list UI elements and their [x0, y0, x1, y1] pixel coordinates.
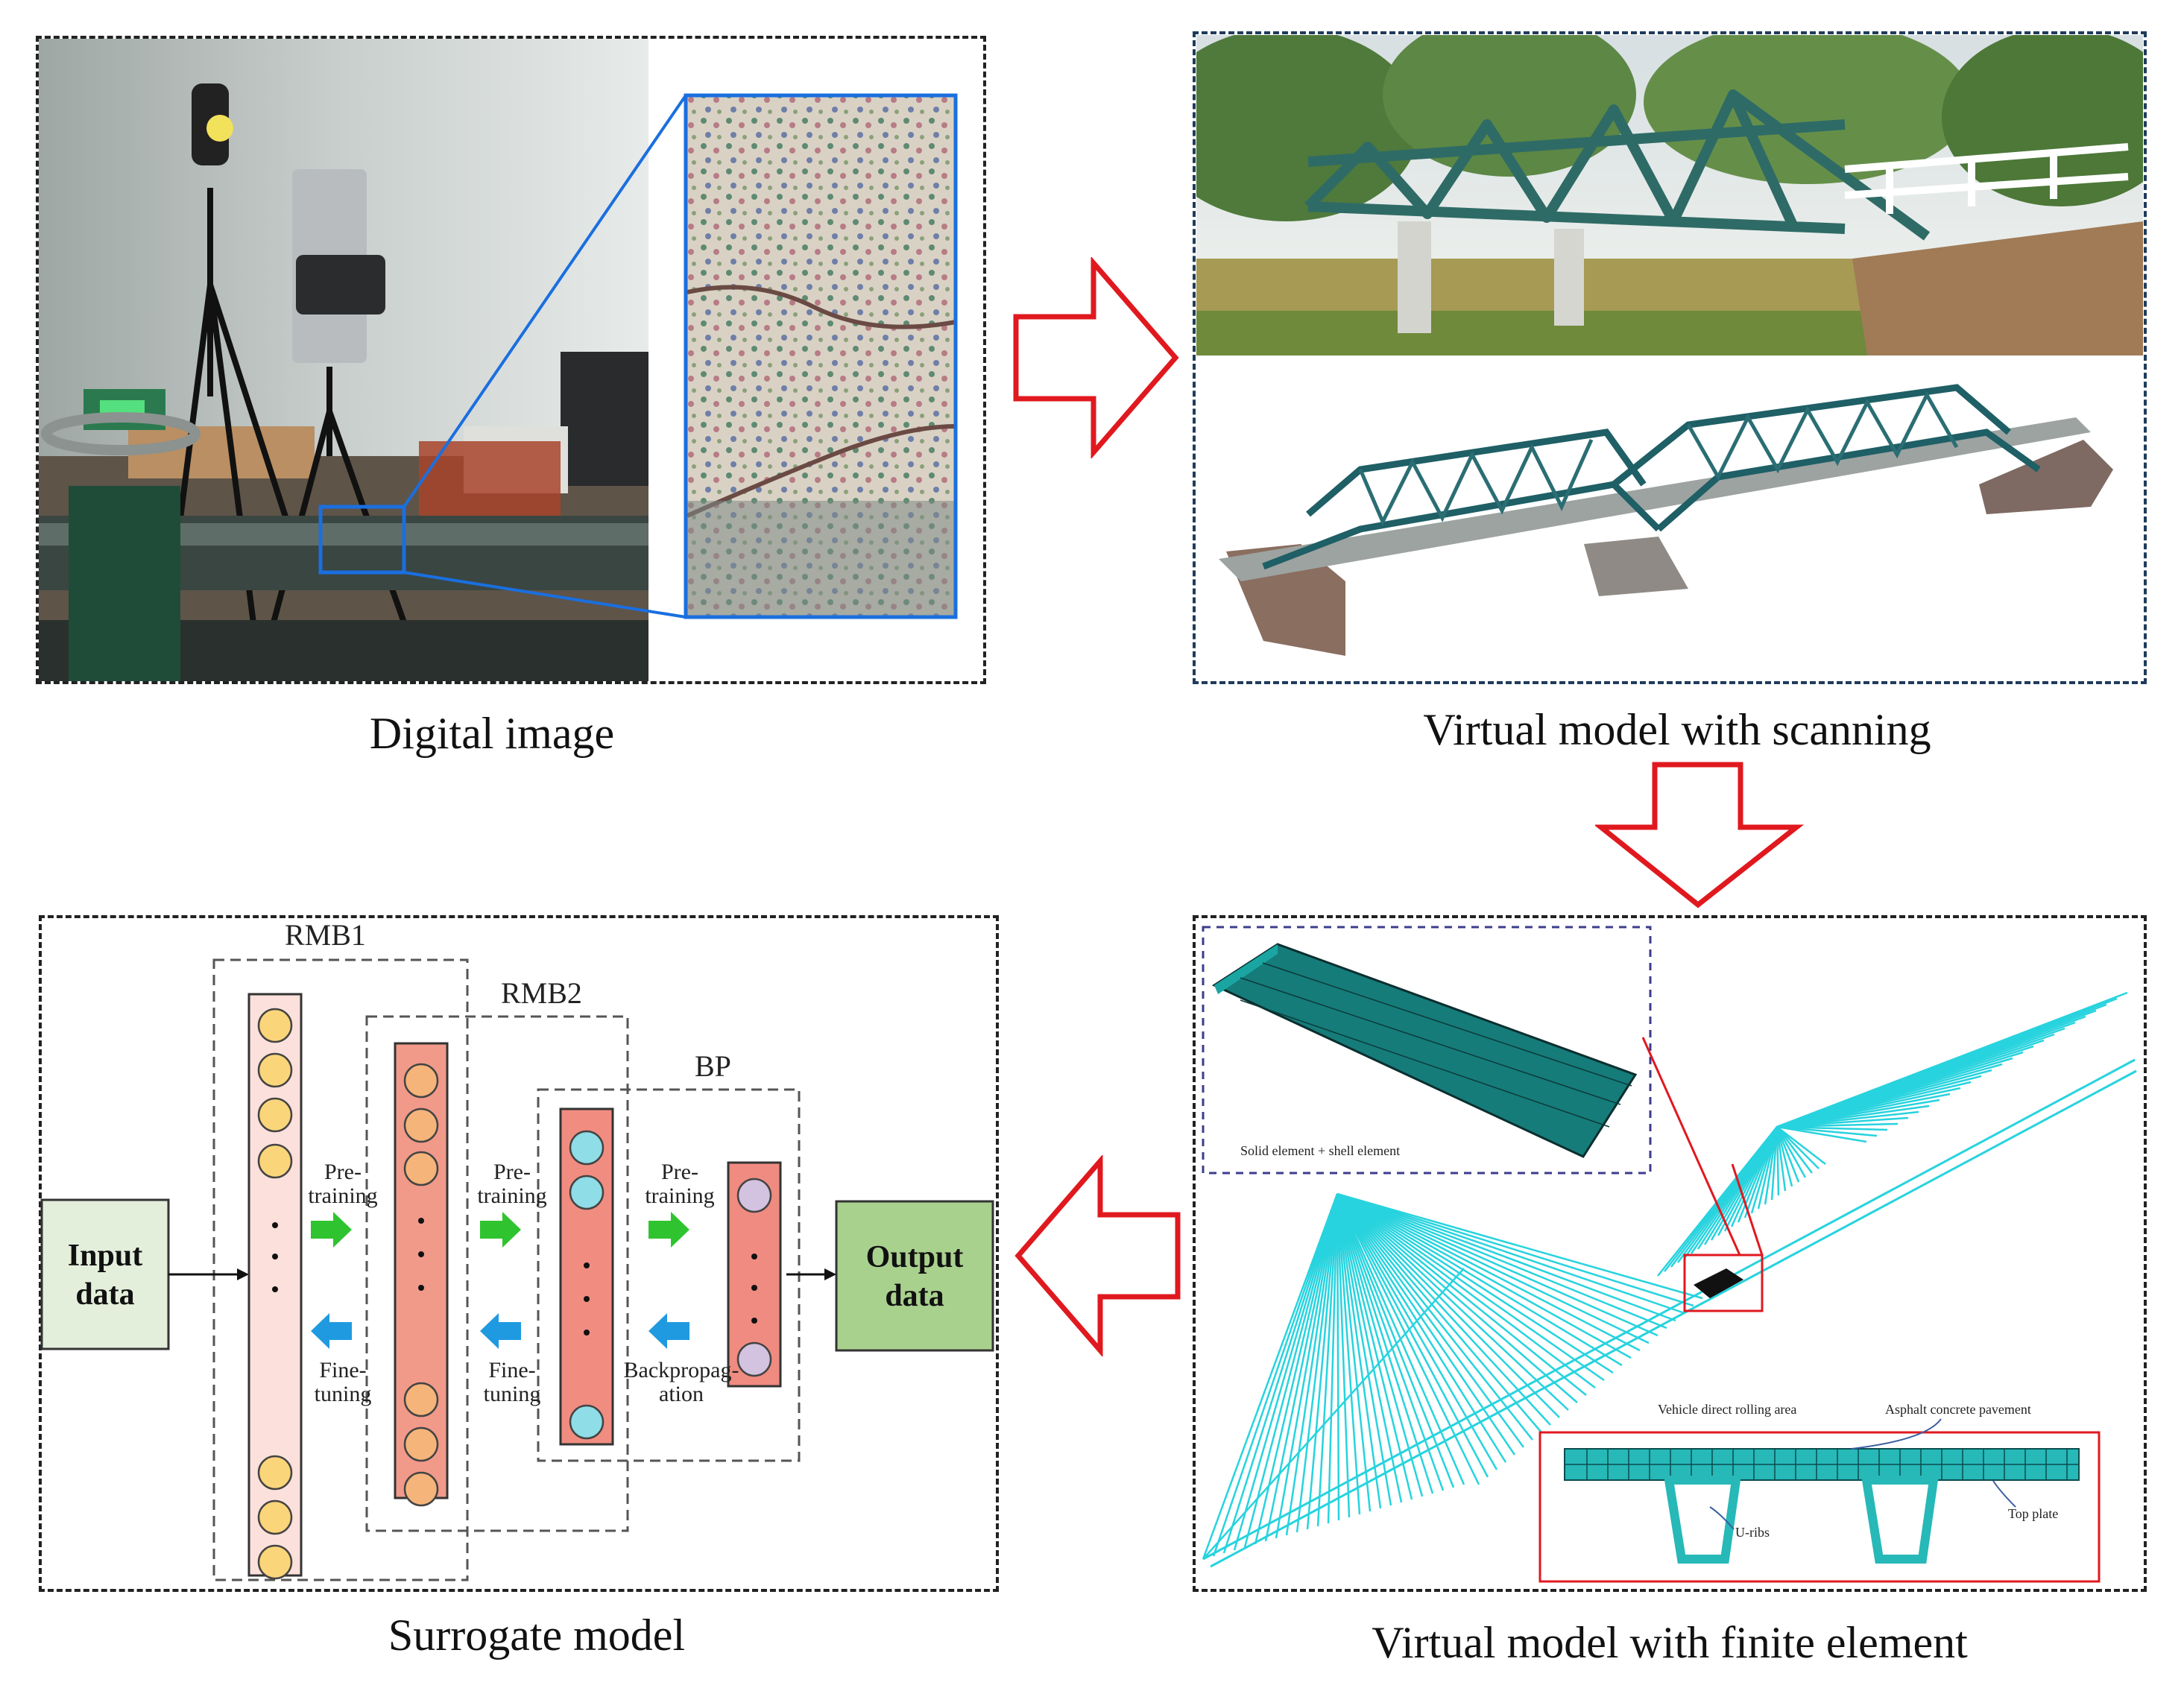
neuron-ellipsis-dot	[418, 1218, 424, 1224]
output-label-2: data	[885, 1279, 944, 1313]
neuron	[736, 1178, 772, 1213]
pretrain-label-2b: training	[477, 1183, 546, 1208]
fe-inset-label: Solid element + shell element	[1240, 1143, 1400, 1158]
neuron	[569, 1404, 605, 1440]
neuron-ellipsis-dot	[751, 1285, 757, 1291]
neuron	[569, 1130, 605, 1166]
finetune-label-1b: tuning	[315, 1382, 372, 1406]
neuron	[403, 1063, 439, 1099]
label-rmb1: RMB1	[285, 918, 366, 952]
pretrain-label-1a: Pre-	[324, 1160, 362, 1184]
neuron	[257, 1455, 293, 1491]
fe-label-pavement: Asphalt concrete pavement	[1885, 1402, 2031, 1417]
arrow-left-icon	[1014, 1155, 1181, 1356]
digital-image-panel	[36, 36, 986, 684]
fe-model-drawing: Solid element + shell element Vehicle di…	[1202, 926, 2137, 1583]
finetune-label-2b: tuning	[484, 1382, 541, 1406]
neuron-ellipsis-dot	[272, 1254, 278, 1259]
neuron	[403, 1382, 439, 1417]
neuron-ellipsis-dot	[272, 1222, 278, 1228]
input-label-1: Input	[68, 1239, 142, 1273]
pretrain-label-2a: Pre-	[493, 1160, 531, 1184]
fe-label-top-plate: Top plate	[2008, 1506, 2058, 1521]
pretrain-label-3a: Pre-	[661, 1160, 698, 1184]
neuron-ellipsis-dot	[751, 1254, 757, 1259]
caption-scanning: Virtual model with scanning	[1423, 705, 1931, 754]
neuron	[403, 1426, 439, 1462]
backprop-label-b: ation	[659, 1382, 704, 1406]
finetune-label-2a: Fine-	[488, 1358, 535, 1382]
neuron	[569, 1175, 605, 1210]
neuron-ellipsis-dot	[418, 1251, 424, 1257]
neuron	[736, 1341, 772, 1377]
input-label-2: data	[75, 1277, 134, 1312]
caption-finite-element: Virtual model with finite element	[1372, 1618, 1968, 1667]
neuron-ellipsis-dot	[272, 1286, 278, 1292]
neuron	[257, 1143, 293, 1179]
arrow-down-icon	[1595, 762, 1804, 908]
fe-label-vehicle: Vehicle direct rolling area	[1658, 1402, 1796, 1417]
backprop-label-a: Backpropag-	[624, 1358, 739, 1382]
pretrain-label-3b: training	[645, 1183, 714, 1208]
neuron-ellipsis-dot	[584, 1262, 590, 1268]
finite-element-panel	[1193, 915, 2147, 1592]
finetune-label-1a: Fine-	[319, 1358, 366, 1382]
neuron	[403, 1107, 439, 1143]
scanning-panel	[1193, 31, 2147, 684]
neuron	[257, 1097, 293, 1133]
bridge-photo	[1196, 35, 2143, 355]
label-rmb2: RMB2	[501, 976, 582, 1010]
arrow-right-icon	[1013, 257, 1179, 458]
output-label-1: Output	[866, 1240, 964, 1274]
surrogate-diagram: RMB1 RMB2 BP Input data Output data Pre-…	[40, 918, 994, 1581]
pretrain-label-1b: training	[308, 1183, 377, 1208]
caption-surrogate: Surrogate model	[388, 1611, 686, 1660]
label-bp: BP	[695, 1049, 731, 1083]
neuron	[257, 1052, 293, 1088]
neuron	[403, 1151, 439, 1186]
surrogate-panel	[39, 915, 999, 1592]
lab-photo	[39, 39, 958, 681]
neuron	[257, 1544, 293, 1580]
neuron-ellipsis-dot	[584, 1330, 590, 1336]
neuron	[257, 1499, 293, 1535]
neuron-ellipsis-dot	[418, 1285, 424, 1291]
fe-label-u-ribs: U-ribs	[1735, 1525, 1770, 1540]
neuron	[257, 1008, 293, 1043]
neuron	[403, 1471, 439, 1507]
point-cloud-bridge	[1219, 384, 2113, 656]
neuron-ellipsis-dot	[584, 1296, 590, 1302]
caption-digital-image: Digital image	[369, 709, 615, 758]
neuron-ellipsis-dot	[751, 1318, 757, 1324]
